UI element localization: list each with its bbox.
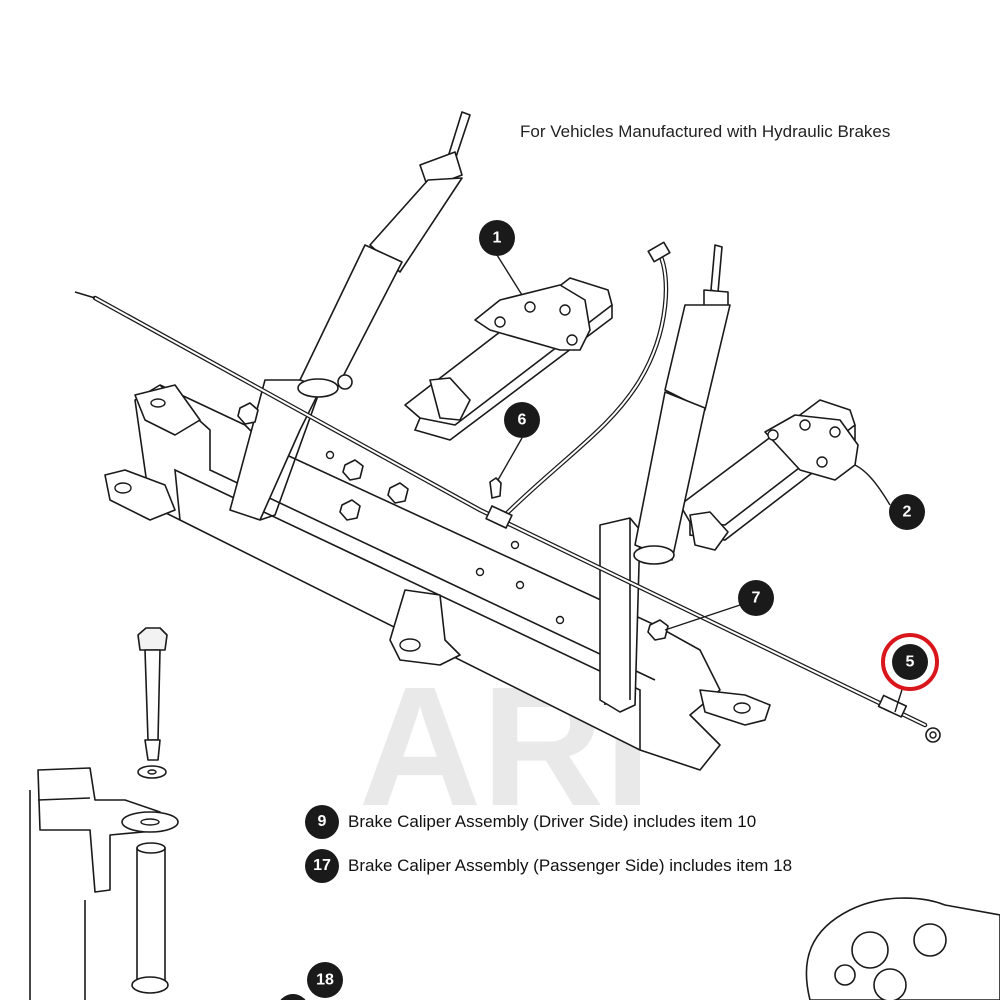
brake-hose	[485, 241, 671, 529]
svg-text:6: 6	[518, 412, 527, 429]
callout-6[interactable]: 6	[504, 402, 540, 438]
note-badge-17[interactable]: 17	[305, 849, 339, 883]
callout-7[interactable]: 7	[738, 580, 774, 616]
spring-plate-2	[764, 414, 859, 481]
callout-5[interactable]: 5	[881, 633, 939, 691]
leader-6	[497, 437, 523, 481]
frame-beam	[104, 384, 771, 771]
note-text-9: Brake Caliper Assembly (Driver Side) inc…	[348, 812, 757, 831]
shock-absorber-left	[297, 111, 471, 398]
hardware-nuts	[237, 402, 669, 641]
note-badge-9[interactable]: 9	[305, 805, 339, 839]
callout-2[interactable]: 2	[889, 494, 925, 530]
callout-partial-offscreen	[277, 994, 309, 1005]
brake-cable-5	[74, 291, 941, 743]
callout-1[interactable]: 1	[479, 220, 515, 256]
leader-1	[496, 254, 523, 296]
callout-18[interactable]: 18	[307, 962, 343, 998]
svg-text:1: 1	[493, 230, 502, 247]
note-row-17: 17 Brake Caliper Assembly (Passenger Sid…	[305, 849, 792, 883]
svg-text:7: 7	[752, 590, 761, 607]
brake-caliper-partial	[805, 897, 1000, 1002]
note-text-17: Brake Caliper Assembly (Passenger Side) …	[348, 856, 793, 875]
shock-mount-bracket-right	[599, 517, 641, 713]
mounting-bolt-stack	[29, 627, 179, 1000]
svg-text:18: 18	[316, 972, 334, 989]
leader-2	[854, 464, 891, 506]
svg-text:5: 5	[906, 654, 915, 671]
spring-plate-1	[474, 284, 591, 351]
note-row-9: 9 Brake Caliper Assembly (Driver Side) i…	[305, 805, 756, 839]
leader-7	[664, 604, 741, 631]
svg-text:2: 2	[903, 504, 912, 521]
shock-absorber-right	[633, 244, 731, 565]
diagram-caption: For Vehicles Manufactured with Hydraulic…	[520, 122, 891, 141]
